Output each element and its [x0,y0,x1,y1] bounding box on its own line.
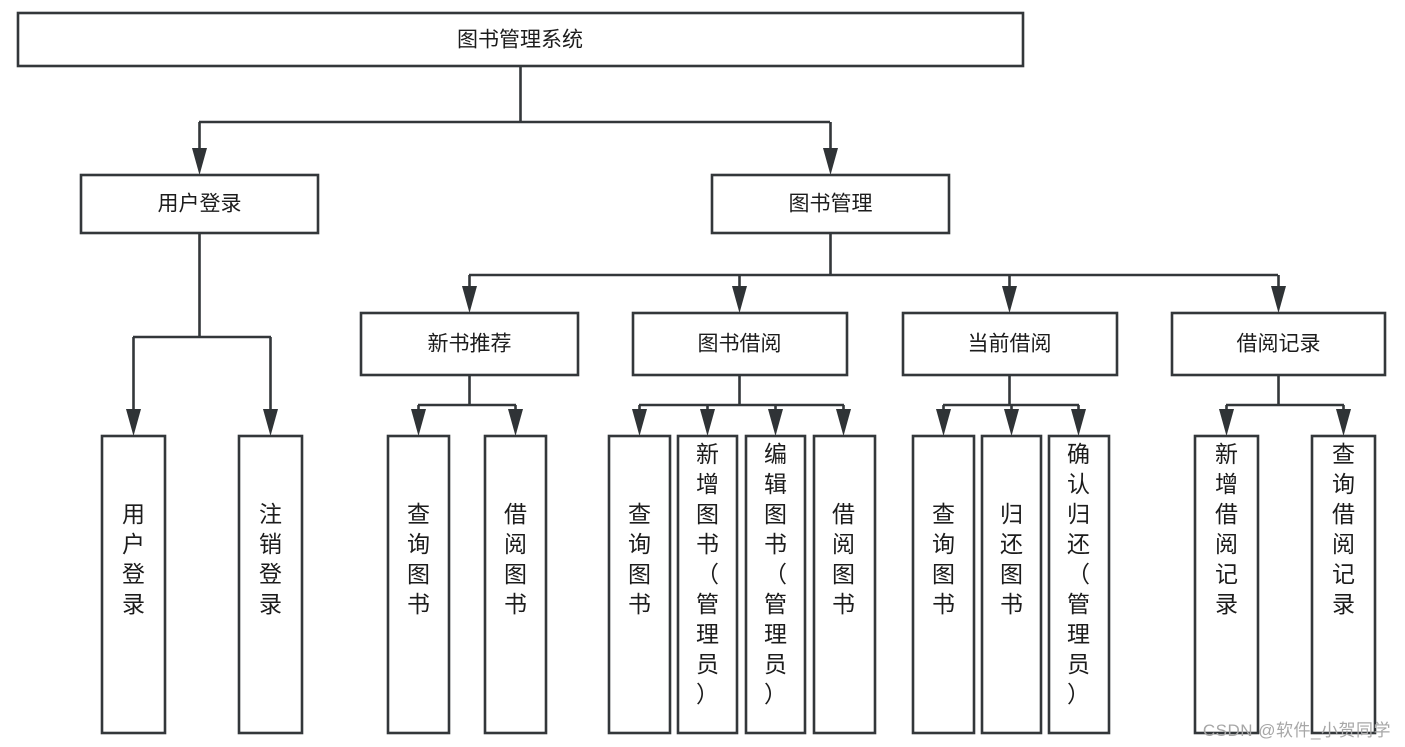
leaf-query-book-3-box[interactable] [911,434,976,735]
leaf-borrow-book-1-box[interactable] [483,434,548,735]
leaf-edit-book-label: 编辑图书（管理员） [764,441,787,707]
node-book-manage-label: 图书管理 [789,193,873,216]
node-borrow-record-box[interactable] [1170,311,1387,377]
leaf-user-login[interactable]: 用户登录 [100,434,167,735]
arrow-to-book-borrow [732,286,747,313]
leaf-confirm-return-label: 确认归还（管理员） [1067,441,1090,707]
leaf-add-book-box[interactable] [676,434,739,735]
arrow-to-leaf-query-record [1336,409,1351,436]
node-user-login-box[interactable] [79,173,320,235]
leaf-query-book-3[interactable]: 查询图书 [911,434,976,735]
arrow-to-leaf-borrow-book-1 [508,409,523,436]
csdn-watermark: CSDN @软件_小贺同学 [1202,721,1391,740]
node-user-login-label: 用户登录 [158,193,242,216]
connector-layer [126,66,1351,436]
node-root-label: 图书管理系统 [457,29,583,52]
arrow-to-current-borrow [1002,286,1017,313]
node-root-box[interactable] [16,11,1025,68]
node-current-borrow[interactable]: 当前借阅 [901,311,1119,377]
node-new-book-recommend-box[interactable] [359,311,580,377]
node-borrow-record[interactable]: 借阅记录 [1170,311,1387,377]
arrow-to-leaf-add-record [1219,409,1234,436]
leaf-query-book-3-label: 查询图书 [932,501,955,617]
leaf-query-book-2[interactable]: 查询图书 [607,434,672,735]
arrow-to-leaf-query-book-1 [411,409,426,436]
arrow-to-leaf-query-book-2 [632,409,647,436]
node-current-borrow-label: 当前借阅 [968,333,1052,356]
leaf-query-book-2-label: 查询图书 [628,501,651,617]
arrow-to-leaf-return-book [1004,409,1019,436]
leaf-query-book-1-label: 查询图书 [407,501,430,617]
node-user-login[interactable]: 用户登录 [79,173,320,235]
node-root[interactable]: 图书管理系统 [16,11,1025,68]
leaf-add-book[interactable]: 新增图书（管理员） [676,434,739,735]
leaf-return-book-box[interactable] [980,434,1043,735]
arrow-to-new-book-recommend [462,286,477,313]
leaf-borrow-book-1-label: 借阅图书 [504,501,527,617]
leaf-edit-book[interactable]: 编辑图书（管理员） [744,434,807,735]
arrow-to-leaf-borrow-book-2 [836,409,851,436]
node-book-borrow-label: 图书借阅 [698,333,782,356]
leaf-query-record[interactable]: 查询借阅记录 [1310,434,1377,735]
arrow-to-leaf-user-logout [263,409,278,436]
arrow-to-leaf-edit-book [768,409,783,436]
leaf-borrow-book-2[interactable]: 借阅图书 [812,434,877,735]
leaf-edit-book-box[interactable] [744,434,807,735]
node-borrow-record-label: 借阅记录 [1237,333,1321,356]
leaf-add-record[interactable]: 新增借阅记录 [1193,434,1260,735]
leaf-confirm-return[interactable]: 确认归还（管理员） [1047,434,1111,735]
leaf-add-record-label: 新增借阅记录 [1215,441,1238,617]
leaf-user-logout[interactable]: 注销登录 [237,434,304,735]
arrow-to-user-login [192,148,207,175]
arrow-to-borrow-record [1271,286,1286,313]
leaf-query-book-1-box[interactable] [386,434,451,735]
arrow-to-leaf-add-book [700,409,715,436]
arrow-to-leaf-confirm-return [1071,409,1086,436]
node-current-borrow-box[interactable] [901,311,1119,377]
leaf-user-login-label: 用户登录 [122,501,145,617]
node-new-book-recommend-label: 新书推荐 [428,333,512,356]
node-book-manage[interactable]: 图书管理 [710,173,951,235]
leaf-user-logout-label: 注销登录 [259,501,282,617]
node-book-borrow-box[interactable] [631,311,849,377]
leaf-query-record-box[interactable] [1310,434,1377,735]
arrow-to-leaf-user-login [126,409,141,436]
leaf-add-record-box[interactable] [1193,434,1260,735]
node-book-manage-box[interactable] [710,173,951,235]
leaf-query-book-1[interactable]: 查询图书 [386,434,451,735]
leaf-confirm-return-box[interactable] [1047,434,1111,735]
node-new-book-recommend[interactable]: 新书推荐 [359,311,580,377]
leaf-query-book-2-box[interactable] [607,434,672,735]
leaf-query-record-label: 查询借阅记录 [1332,441,1355,617]
leaf-add-book-label: 新增图书（管理员） [696,441,719,707]
leaf-return-book-label: 归还图书 [1000,501,1023,617]
arrow-to-book-manage [823,148,838,175]
leaf-borrow-book-2-label: 借阅图书 [832,501,855,617]
leaf-borrow-book-2-box[interactable] [812,434,877,735]
leaf-borrow-book-1[interactable]: 借阅图书 [483,434,548,735]
leaf-user-login-box[interactable] [100,434,167,735]
arrow-to-leaf-query-book-3 [936,409,951,436]
leaf-return-book[interactable]: 归还图书 [980,434,1043,735]
leaf-user-logout-box[interactable] [237,434,304,735]
node-book-borrow[interactable]: 图书借阅 [631,311,849,377]
